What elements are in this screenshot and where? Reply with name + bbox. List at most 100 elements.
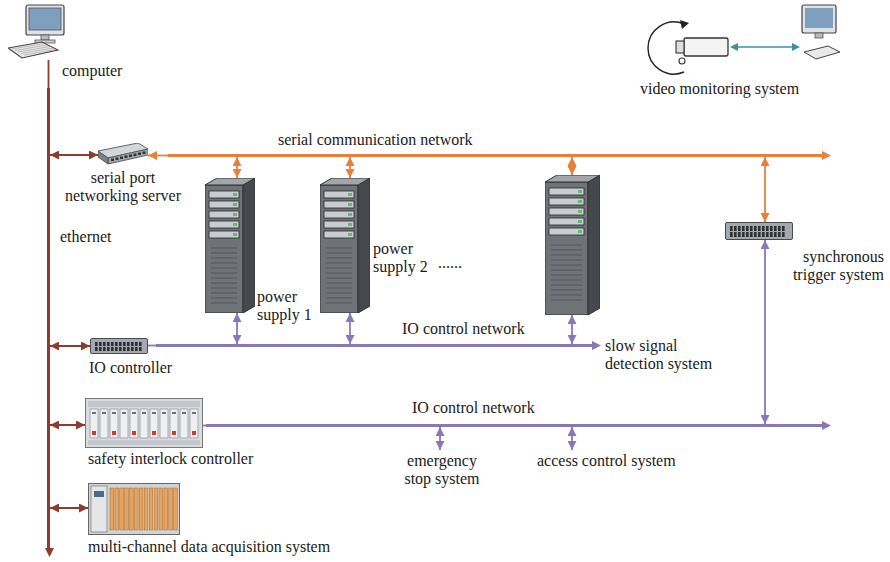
- icon-part: [143, 152, 146, 155]
- icon-part: [326, 303, 352, 304]
- icon-part: [89, 484, 180, 535]
- icon-part: [139, 488, 143, 530]
- icon-part: [144, 488, 148, 530]
- icon-part: [211, 298, 237, 299]
- icon-part: [804, 46, 840, 59]
- icon-part: [94, 491, 104, 497]
- icon-part: [211, 258, 237, 259]
- icon-part: [326, 258, 352, 259]
- icon-part: [86, 399, 203, 448]
- bus-arrowhead: [822, 421, 831, 430]
- power-supply-rack: [320, 178, 370, 313]
- icon-part: [192, 431, 196, 435]
- icon-part: [545, 182, 588, 315]
- icon-part: [774, 232, 777, 237]
- slow-signal-node: slow signal detection system: [545, 175, 600, 315]
- connector-arrow: [571, 427, 573, 450]
- icon-part: [243, 178, 255, 313]
- icon-part: [119, 342, 122, 346]
- icon-part: [742, 226, 745, 231]
- node-label: IO control network: [412, 399, 535, 417]
- ethernet-bus: ethernet: [47, 88, 50, 548]
- icon-part: [792, 43, 800, 51]
- icon-part: [324, 201, 354, 208]
- icon-part: [551, 275, 582, 276]
- icon-part: [130, 488, 134, 530]
- icon-part: [736, 46, 794, 48]
- icon-part: [112, 412, 116, 414]
- icon-part: [549, 228, 584, 235]
- icon-part: [770, 232, 773, 237]
- icon-part: [211, 248, 237, 249]
- connector-arrow: [148, 155, 168, 157]
- icon-part: [762, 226, 765, 231]
- icon-part: [326, 293, 352, 294]
- icon-part: [326, 268, 352, 269]
- icon-part: [549, 198, 584, 205]
- node-label: computer: [62, 62, 122, 80]
- data-acquisition-icon: [88, 483, 180, 535]
- icon-part: [750, 232, 753, 237]
- icon-part: [551, 260, 582, 261]
- icon-part: [551, 250, 582, 251]
- ellipsis-label: ......: [438, 254, 462, 272]
- icon-part: [26, 5, 64, 35]
- icon-part: [29, 8, 61, 30]
- bus-arrowhead: [45, 548, 54, 557]
- io-bus: IO control network: [156, 344, 592, 347]
- connector-arrow: [236, 313, 238, 344]
- icon-part: [169, 488, 173, 530]
- icon-part: [205, 185, 243, 313]
- icon-part: [588, 175, 600, 315]
- node-label: power supply 1: [257, 288, 315, 325]
- icon-part: [88, 401, 200, 407]
- icon-part: [545, 175, 600, 182]
- icon-part: [132, 431, 136, 435]
- node-label: video monitoring system: [640, 80, 799, 98]
- access-control-node: access control system: [535, 450, 678, 472]
- icon-part: [326, 283, 352, 284]
- icon-part: [734, 226, 737, 231]
- icon-part: [160, 409, 168, 438]
- icon-part: [758, 232, 761, 237]
- icon-part: [131, 347, 134, 351]
- emergency-stop-node: emergency stop system: [402, 450, 482, 491]
- icon-part: [320, 185, 358, 313]
- connector-arrow: [50, 345, 90, 347]
- io-controller-node: IO controller: [90, 338, 148, 354]
- icon-part: [551, 245, 582, 246]
- connector-arrow: [439, 427, 441, 450]
- icon-part: [684, 38, 728, 56]
- icon-part: [233, 223, 237, 226]
- node-label: synchronous trigger system: [769, 248, 884, 285]
- icon-part: [127, 342, 130, 346]
- icon-part: [125, 156, 128, 159]
- icon-part: [138, 153, 141, 156]
- connector-arrow: [148, 345, 156, 347]
- icon-part: [172, 412, 176, 414]
- icon-part: [99, 342, 102, 346]
- icon-part: [738, 232, 741, 237]
- icon-part: [139, 347, 142, 351]
- serial-bus: serial communication network: [168, 154, 822, 157]
- icon-part: [324, 191, 354, 198]
- icon-part: [730, 232, 733, 237]
- icon-part: [551, 255, 582, 256]
- icon-part: [551, 280, 582, 281]
- icon-part: [348, 223, 352, 226]
- icon-part: [152, 431, 156, 435]
- safety-plc-icon: [85, 398, 203, 448]
- icon-part: [676, 41, 684, 53]
- icon-part: [762, 232, 765, 237]
- icon-part: [90, 409, 98, 438]
- icon-part: [320, 178, 370, 185]
- icon-part: [103, 347, 106, 351]
- icon-part: [123, 342, 126, 346]
- computer-node: computer: [8, 4, 70, 60]
- connector-arrow: [50, 507, 88, 509]
- icon-part: [578, 190, 582, 193]
- icon-part: [120, 488, 124, 530]
- icon-part: [111, 347, 114, 351]
- icon-part: [205, 178, 255, 185]
- icon-part: [92, 412, 96, 414]
